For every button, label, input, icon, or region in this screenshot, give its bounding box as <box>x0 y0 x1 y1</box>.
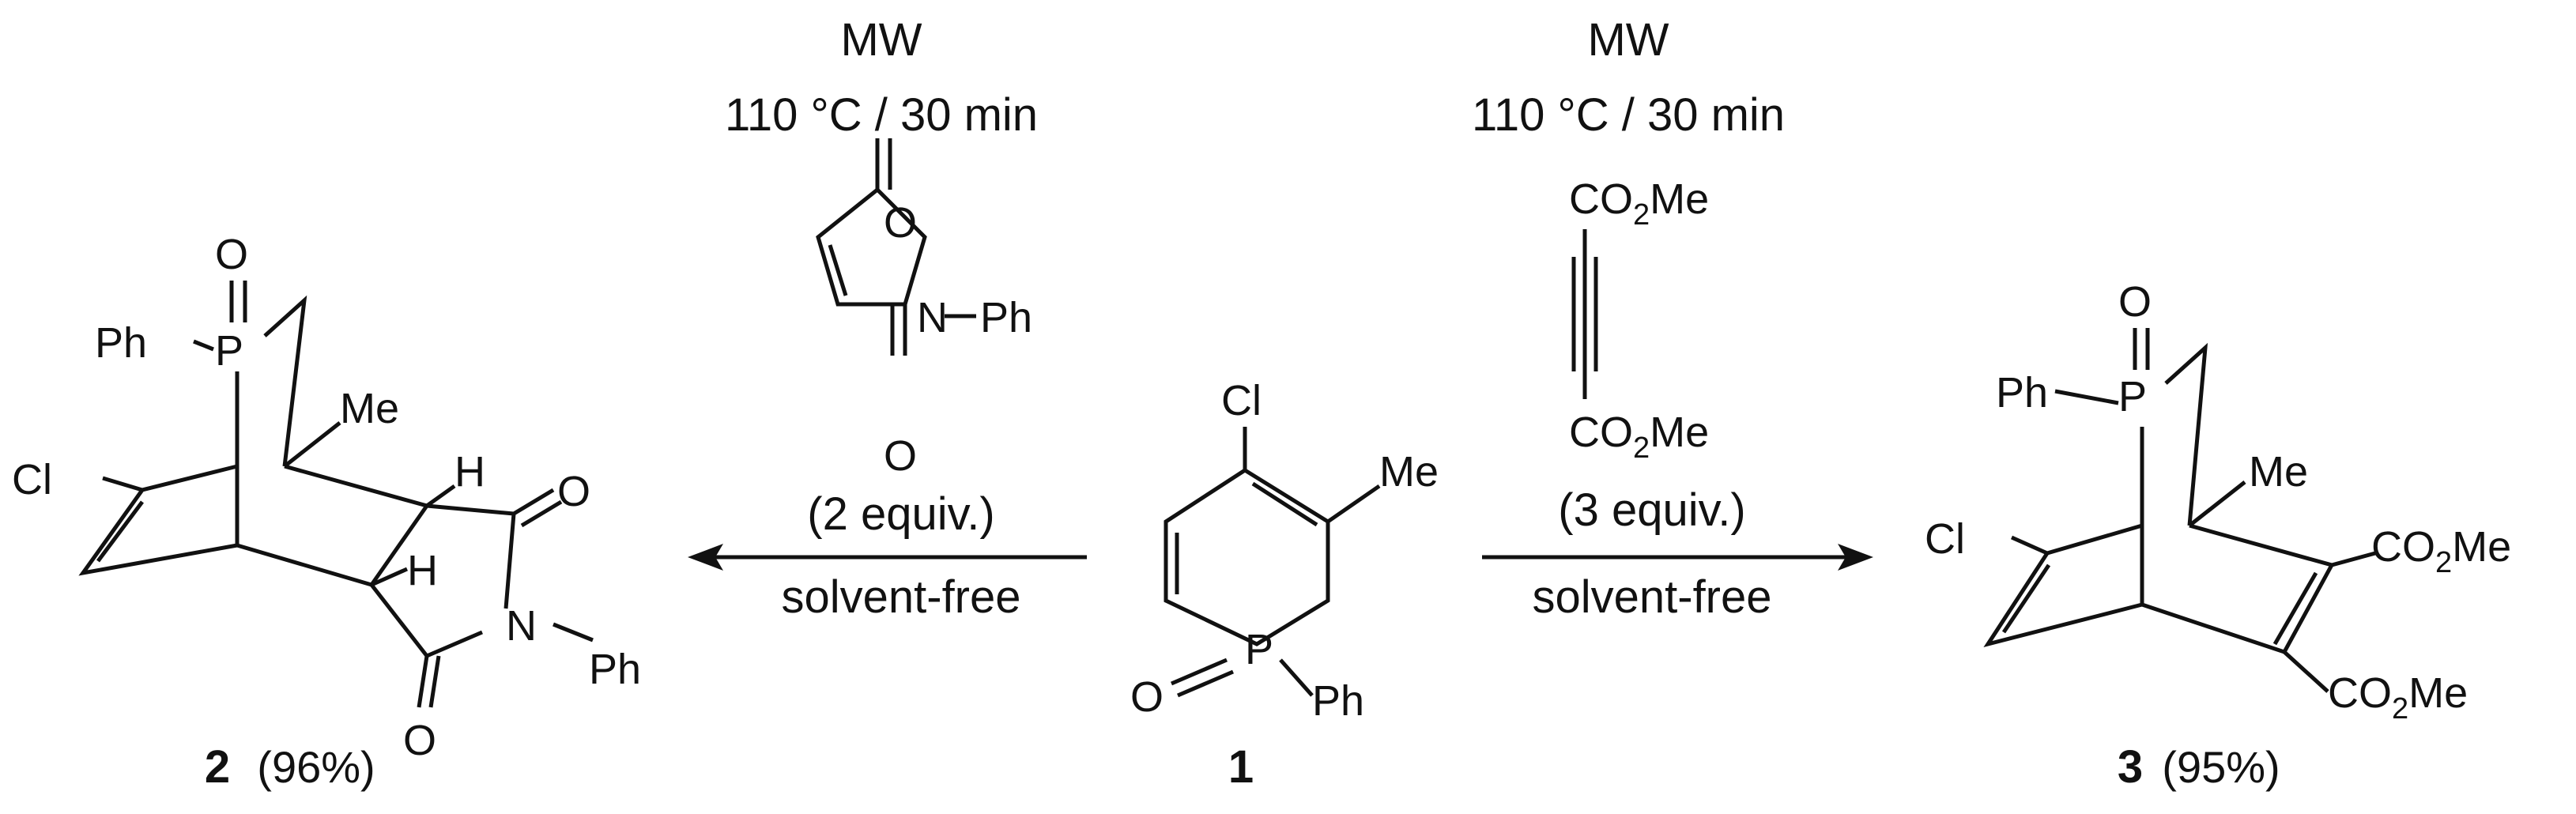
compound-1-number: 1 <box>1228 741 1254 793</box>
compound-2-alkene-side <box>78 464 238 576</box>
compound-3-ph-p: Ph <box>1996 369 2048 416</box>
maleimide-o-top: O <box>884 199 917 247</box>
compound-1-po-bond <box>1177 669 1234 698</box>
compound-3-cl-bond <box>2010 535 2049 556</box>
maleimide-n: N <box>917 294 948 341</box>
right-arrowhead <box>1838 544 1873 571</box>
compound-2-o-top: O <box>215 231 248 278</box>
right-mw-label: MW <box>1587 14 1669 66</box>
compound-3-ester-bottom: CO2Me <box>2328 669 2468 725</box>
compound-3-ester-bottom-bond <box>2283 650 2329 693</box>
compound-3-ester-top: CO2Me <box>2371 523 2511 579</box>
compound-1-pph-bond <box>1279 658 1314 697</box>
compound-2-me: Me <box>340 385 399 432</box>
compound-1-p: P <box>1245 626 1273 673</box>
compound-2-imide-bottom <box>370 583 483 659</box>
compound-1-ring <box>1164 468 1330 646</box>
dmad-structure: CO2Me CO2Me <box>1569 175 1709 465</box>
compound-2-cl: Cl <box>12 456 52 503</box>
compound-1-cl: Cl <box>1221 377 1262 424</box>
compound-2-h-top-bond <box>425 484 456 508</box>
compound-1-po-bond-2 <box>1171 658 1228 686</box>
compound-2-me-bond <box>283 421 341 468</box>
compound-2-alkene-double <box>96 500 145 563</box>
compound-3-o-top: O <box>2118 278 2152 326</box>
dmad-ester-top: CO2Me <box>1569 175 1709 232</box>
compound-1-me-bond <box>1326 484 1381 524</box>
left-mw-label: MW <box>840 14 922 66</box>
compound-3-me-bond <box>2188 480 2246 527</box>
compound-3-structure: O Ph P Me Cl CO2Me CO2Me <box>1925 278 2511 725</box>
dmad-ester-bottom: CO2Me <box>1569 409 1709 465</box>
compound-1-double-bond-top <box>1251 481 1318 527</box>
left-conditions: MW 110 °C / 30 min O N Ph O (2 equiv.) s… <box>688 14 1087 623</box>
maleimide-double-bond <box>828 244 848 296</box>
compound-2-structure: O Ph P Me Cl H H O N Ph O <box>12 231 641 764</box>
compound-3-p: P <box>2118 373 2147 420</box>
maleimide-o-bottom: O <box>884 432 917 480</box>
compound-2-n-ph-bond <box>553 622 594 643</box>
right-conditions: MW 110 °C / 30 min CO2Me CO2Me (3 equiv.… <box>1472 14 1873 623</box>
compound-3-number: 3 <box>2118 741 2143 793</box>
right-equiv: (3 equiv.) <box>1558 484 1745 536</box>
compound-2-saturated-side <box>236 464 431 587</box>
compound-3-alkene-double <box>2001 563 2051 634</box>
compound-2-yield: (96%) <box>257 742 375 792</box>
right-temp-time: 110 °C / 30 min <box>1472 89 1785 141</box>
left-arrowhead <box>688 544 723 571</box>
n-phenylmaleimide-structure: O N Ph O <box>816 138 1032 480</box>
compound-2-co-bottom <box>417 655 429 708</box>
compound-3-ester-side <box>2141 523 2335 655</box>
compound-2-cl-bond <box>102 476 143 492</box>
compound-3-me: Me <box>2249 448 2308 496</box>
compound-3-alkene-side <box>1983 523 2143 648</box>
compound-3-ester-top-bond <box>2331 551 2376 567</box>
compound-3-pph-bond <box>2054 389 2119 405</box>
left-equiv: (2 equiv.) <box>807 488 994 540</box>
compound-2-ph-p: Ph <box>95 319 147 367</box>
compound-3-cl: Cl <box>1925 515 1965 563</box>
maleimide-ph: Ph <box>980 294 1032 341</box>
left-solvent: solvent-free <box>781 571 1020 623</box>
compound-2-pph-bond <box>193 339 214 352</box>
compound-1-ph: Ph <box>1312 677 1364 725</box>
compound-3-ester-double <box>2272 571 2318 646</box>
compound-2-number: 2 <box>205 741 230 793</box>
compound-2-h-bottom-bond <box>370 567 409 587</box>
compound-1-o: O <box>1130 673 1164 721</box>
compound-1-me: Me <box>1379 448 1439 496</box>
compound-2-h-top: H <box>454 448 485 496</box>
compound-2-o-right: O <box>557 468 590 515</box>
compound-2-imide-top <box>426 503 516 609</box>
compound-2-p-ch2-bridge <box>263 295 307 467</box>
compound-2-h-bottom: H <box>407 547 438 594</box>
compound-2-p: P <box>215 327 243 375</box>
compound-3-p-ch2-bridge <box>2164 342 2208 526</box>
compound-2-co-right-2 <box>520 499 563 528</box>
left-temp-time: 110 °C / 30 min <box>725 89 1038 141</box>
compound-2-ph-n: Ph <box>589 646 641 693</box>
compound-2-o-bottom: O <box>403 717 436 764</box>
compound-2-n: N <box>506 602 537 650</box>
right-solvent: solvent-free <box>1532 571 1771 623</box>
compound-2-co-bottom-2 <box>428 655 441 708</box>
compound-1-structure: Cl Me P O Ph <box>1130 377 1439 725</box>
maleimide-ring <box>816 187 927 307</box>
compound-2-co-right <box>512 488 555 516</box>
compound-3-yield: (95%) <box>2162 742 2280 792</box>
